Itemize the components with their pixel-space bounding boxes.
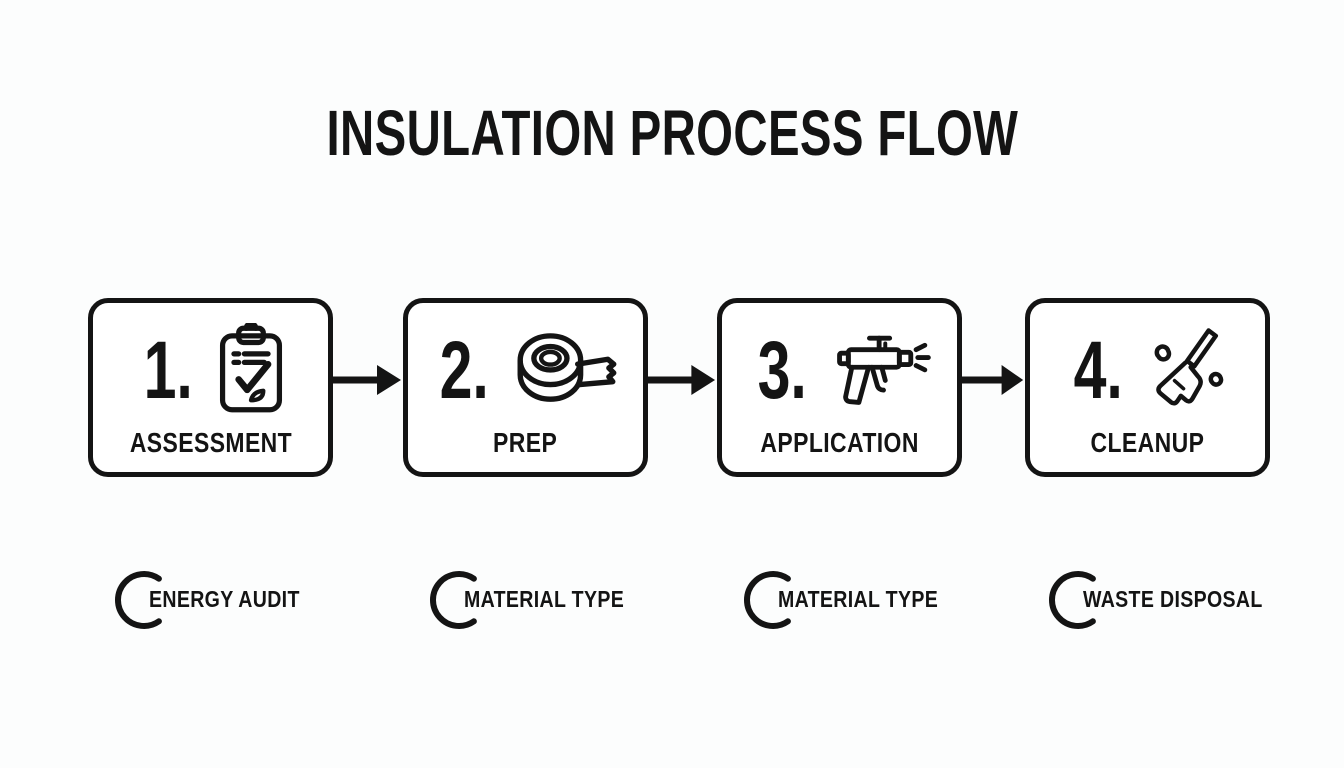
step-box-prep: 2. PREP [403,298,648,477]
page-title: INSULATION PROCESS FLOW [0,96,1344,170]
tag-label: ENERGY AUDIT [149,585,300,612]
step-row: 1. [93,319,328,423]
spray-gun-icon [829,328,931,415]
tag-label: MATERIAL TYPE [464,585,625,612]
tag-material-type-1: MATERIAL TYPE [427,568,647,632]
step-row: 4. [1030,319,1265,423]
step-number: 3. [757,325,808,416]
step-label: ASSESSMENT [129,427,292,458]
step-label: CLEANUP [1090,427,1205,458]
flow-arrow-icon [648,365,716,395]
tag-material-type-2: MATERIAL TYPE [741,568,961,632]
step-row: 2. [408,319,643,423]
step-box-cleanup: 4. CLEANUP [1025,298,1270,477]
tag-label: WASTE DISPOSAL [1083,585,1263,612]
step-label: APPLICATION [760,427,919,458]
diagram-title: INSULATION PROCESS FLOW [326,97,1018,169]
step-row: 3. [722,319,957,423]
broom-icon [1145,323,1231,420]
open-circle-icon [430,571,477,629]
clipboard-checklist-icon [215,320,287,420]
tag-waste-disposal: WASTE DISPOSAL [1046,568,1266,632]
open-circle-icon [744,571,791,629]
flow-arrow-icon [962,365,1024,395]
tag-label: MATERIAL TYPE [778,585,939,612]
tape-roll-icon [511,331,621,412]
step-number: 4. [1073,325,1124,416]
step-box-assessment: 1. ASSESSMENT [88,298,333,477]
open-circle-icon [115,571,162,629]
step-label: PREP [493,427,558,458]
step-number: 2. [439,325,490,416]
tag-energy-audit: ENERGY AUDIT [112,568,332,632]
flow-arrow-icon [333,365,401,395]
open-circle-icon [1049,571,1096,629]
step-box-application: 3. [717,298,962,477]
step-number: 1. [143,325,194,416]
